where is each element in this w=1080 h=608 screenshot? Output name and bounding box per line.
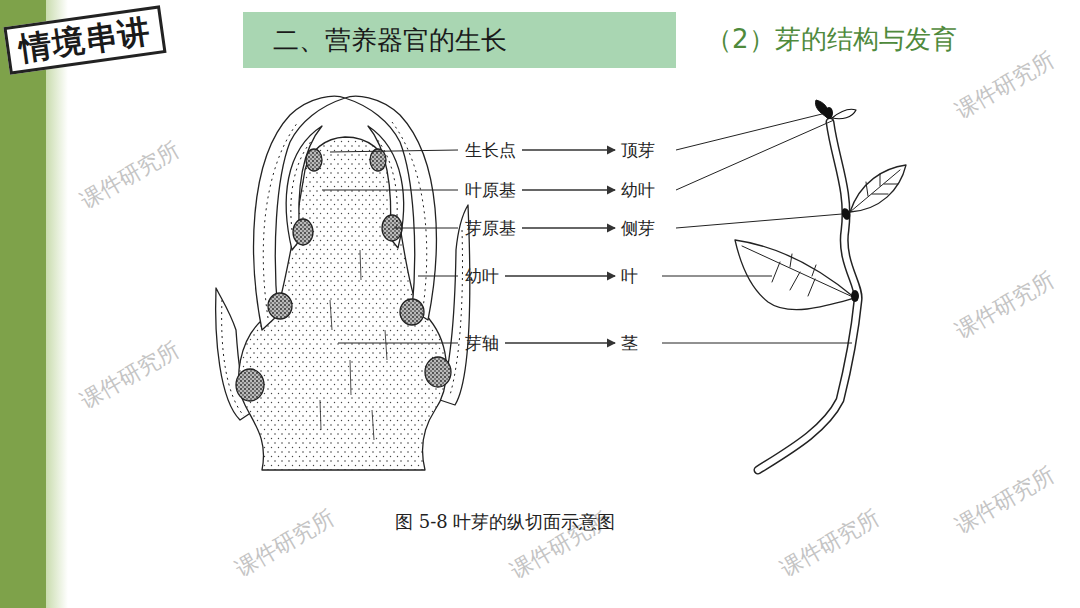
plant <box>850 170 900 212</box>
node-text: 侧芽 <box>621 218 655 238</box>
bud-section <box>236 369 264 401</box>
plant <box>832 109 856 118</box>
leader-line <box>338 343 458 344</box>
stamp-box: 情境串讲 <box>3 5 166 75</box>
leader-line <box>676 120 834 190</box>
leader-line <box>418 276 458 277</box>
bud-section <box>216 96 470 470</box>
bud-section <box>372 410 374 440</box>
watermark: 课件研究所 <box>950 459 1060 540</box>
arrow-connector <box>522 189 615 190</box>
part-label: 幼叶 <box>620 180 656 200</box>
leader-line <box>394 228 458 229</box>
side-bar <box>46 0 68 608</box>
figure-caption: 图 5-8 叶芽的纵切面示意图 <box>395 510 615 534</box>
leader-line <box>662 276 772 277</box>
bud-section <box>345 96 436 320</box>
bud-section <box>370 149 386 171</box>
leader-line <box>676 214 842 228</box>
node-text: 情境串讲 <box>17 12 153 68</box>
arrow-connector <box>522 149 615 150</box>
side-bar <box>0 0 46 608</box>
plant <box>825 107 833 119</box>
bud-section <box>425 357 451 387</box>
bud-section <box>291 138 314 230</box>
bud-section <box>330 300 332 330</box>
watermark: 课件研究所 <box>950 264 1060 345</box>
plant <box>735 100 906 470</box>
bud-section <box>350 360 351 395</box>
slide-title: 二、营养器官的生长 <box>243 12 676 68</box>
arrow-connector <box>505 275 615 276</box>
leader-line <box>676 114 822 150</box>
node-text: 叶原基 <box>465 180 516 200</box>
bud-section <box>368 126 404 248</box>
plant <box>851 290 859 302</box>
node-text: 芽轴 <box>465 333 499 353</box>
node-text: 幼叶 <box>621 180 655 200</box>
watermark: 课件研究所 <box>775 502 885 583</box>
node-text: 芽原基 <box>465 218 516 238</box>
node-text: 幼叶 <box>465 266 499 286</box>
bud-section <box>320 400 321 430</box>
node-text: 顶芽 <box>621 140 655 160</box>
part-label: 芽原基 <box>464 218 517 238</box>
watermark: 课件研究所 <box>230 502 340 583</box>
bud-section <box>360 250 361 280</box>
bud-section <box>263 122 298 318</box>
bud-section <box>306 149 322 171</box>
arrow-connector <box>522 227 615 228</box>
watermark: 课件研究所 <box>950 44 1060 125</box>
part-label: 侧芽 <box>620 218 656 238</box>
part-label: 顶芽 <box>620 140 656 160</box>
plant <box>850 165 906 212</box>
bud-section <box>385 330 387 360</box>
node-text: 生长点 <box>465 140 516 160</box>
bud-section <box>222 122 463 416</box>
node-text: 茎 <box>621 333 638 353</box>
part-label: 茎 <box>620 333 639 353</box>
watermark: 课件研究所 <box>75 134 185 215</box>
arrow-connector <box>505 342 615 343</box>
plant <box>742 246 855 298</box>
leader-line <box>322 190 458 191</box>
watermark: 课件研究所 <box>75 334 185 415</box>
bud-section <box>320 250 387 440</box>
bud-section <box>268 293 292 319</box>
bud-section <box>254 96 345 330</box>
leader-line <box>330 150 458 152</box>
connectors <box>505 150 615 343</box>
bud-section <box>293 219 313 245</box>
part-label: 芽轴 <box>464 333 500 353</box>
leader-line <box>662 343 852 344</box>
side-bar <box>0 0 68 608</box>
bud-section <box>400 299 424 325</box>
leader-line <box>322 114 852 343</box>
bud-section <box>450 230 463 395</box>
title-band: 二、营养器官的生长 <box>243 12 676 68</box>
part-label: 幼叶 <box>464 266 500 286</box>
bud-section <box>286 126 322 250</box>
plant <box>735 240 855 310</box>
part-label: 生长点 <box>464 140 517 160</box>
section-subtitle: （2）芽的结构与发育 <box>706 22 957 57</box>
node-text: 叶 <box>621 266 638 286</box>
bud-section <box>222 300 244 416</box>
part-label: 叶原基 <box>464 180 517 200</box>
part-label: 叶 <box>620 266 639 286</box>
